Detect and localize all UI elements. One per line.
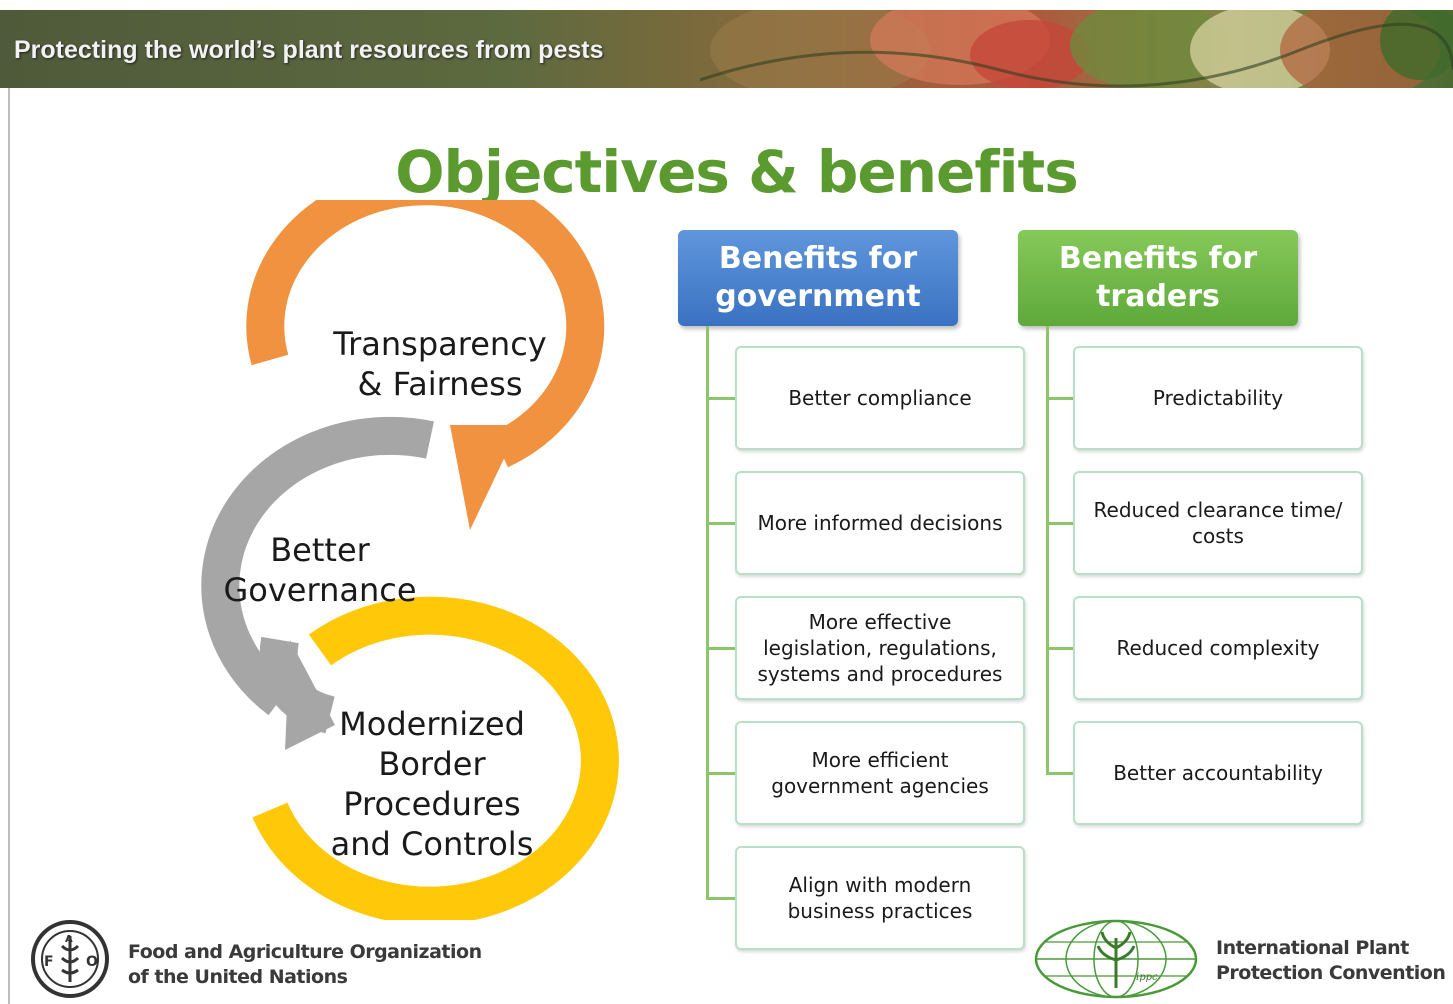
text-line: More effective <box>808 610 952 634</box>
ippc-logo: ippc <box>1034 919 1198 999</box>
text-line: Reduced clearance time/ <box>1093 498 1343 522</box>
left-divider <box>8 88 10 1004</box>
svg-text:F: F <box>44 954 54 970</box>
traders-connector-branch <box>1046 647 1074 650</box>
text-line: Procedures <box>343 785 521 823</box>
trader-benefit-text: Reduced clearance time/costs <box>1094 497 1343 549</box>
text-line: legislation, regulations, <box>763 636 997 660</box>
text-line: of the United Nations <box>128 966 348 988</box>
trader-benefit-text: Better accountability <box>1113 760 1323 786</box>
yellow-arc <box>252 596 619 920</box>
svg-text:A: A <box>65 934 73 945</box>
text-line: Modernized <box>339 705 525 743</box>
orange-arrow-head <box>450 425 520 530</box>
cycle-label-transparency: Transparency& Fairness <box>320 324 560 404</box>
government-connector-branch <box>706 522 736 525</box>
trader-benefit-item: Reduced clearance time/costs <box>1073 471 1363 575</box>
text-line: Border <box>378 745 486 783</box>
text-line: Benefits for <box>1058 241 1258 276</box>
banner-tagline: Protecting the world’s plant resources f… <box>14 36 604 64</box>
text-line: More informed decisions <box>757 511 1003 535</box>
traders-connector-branch <box>1046 522 1074 525</box>
government-connector-branch <box>706 772 736 775</box>
government-benefit-text: More informed decisions <box>757 510 1002 536</box>
header-banner: Protecting the world’s plant resources f… <box>0 10 1453 88</box>
text-line: More efficient <box>811 748 949 772</box>
orange-arc <box>246 200 605 468</box>
traders-connector-branch <box>1046 772 1074 775</box>
text-line: Transparency <box>333 325 547 363</box>
text-line: International Plant <box>1216 937 1409 959</box>
government-benefit-text: Better compliance <box>788 385 971 411</box>
fao-name-text: Food and Agriculture Organization of the … <box>128 940 482 990</box>
text-line: Predictability <box>1152 386 1284 410</box>
text-line: Better compliance <box>788 386 972 410</box>
fao-name: Food and Agriculture Organization of the … <box>128 940 482 990</box>
text-line: & Fairness <box>357 365 523 403</box>
text-line: government agencies <box>771 774 989 798</box>
text-line: traders <box>1096 279 1220 314</box>
text-line: Benefits for <box>718 241 918 276</box>
cycle-diagram <box>201 200 619 920</box>
svg-text:ippc: ippc <box>1136 972 1158 983</box>
text-line: Better accountability <box>1113 761 1323 785</box>
text-line: Food and Agriculture Organization <box>128 941 482 963</box>
trader-benefit-text: Predictability <box>1153 385 1283 411</box>
text-line: Better <box>270 531 370 569</box>
trader-benefit-item: Predictability <box>1073 346 1363 450</box>
text-line: costs <box>1192 524 1244 548</box>
government-connector-branch <box>706 397 736 400</box>
traders-connector-branch <box>1046 397 1074 400</box>
svg-text:O: O <box>86 954 98 970</box>
trader-benefit-item: Better accountability <box>1073 721 1363 825</box>
trader-benefit-text: Reduced complexity <box>1116 635 1319 661</box>
text-line: Reduced complexity <box>1116 636 1320 660</box>
government-connector-trunk <box>706 326 709 898</box>
text-line: and Controls <box>330 825 534 863</box>
government-benefit-item: More informed decisions <box>735 471 1025 575</box>
page-title: Objectives & benefits <box>395 138 1079 206</box>
trader-benefit-item: Reduced complexity <box>1073 596 1363 700</box>
text-line: Protection Convention <box>1216 962 1446 984</box>
traders-connector-trunk <box>1046 326 1049 774</box>
fao-logo: F O A <box>31 920 109 998</box>
government-benefit-item: Better compliance <box>735 346 1025 450</box>
text-line: Governance <box>223 571 417 609</box>
government-connector-branch <box>706 647 736 650</box>
gray-arc <box>201 416 434 716</box>
text-line: systems and procedures <box>757 662 1003 686</box>
cycle-label-transparency-text: Transparency& Fairness <box>320 324 560 404</box>
text-line: Align with modern <box>788 873 972 897</box>
text-line: business practices <box>787 899 973 923</box>
text-line: government <box>715 279 921 314</box>
botanical-illustration <box>700 10 1453 88</box>
government-connector-branch <box>706 897 736 900</box>
